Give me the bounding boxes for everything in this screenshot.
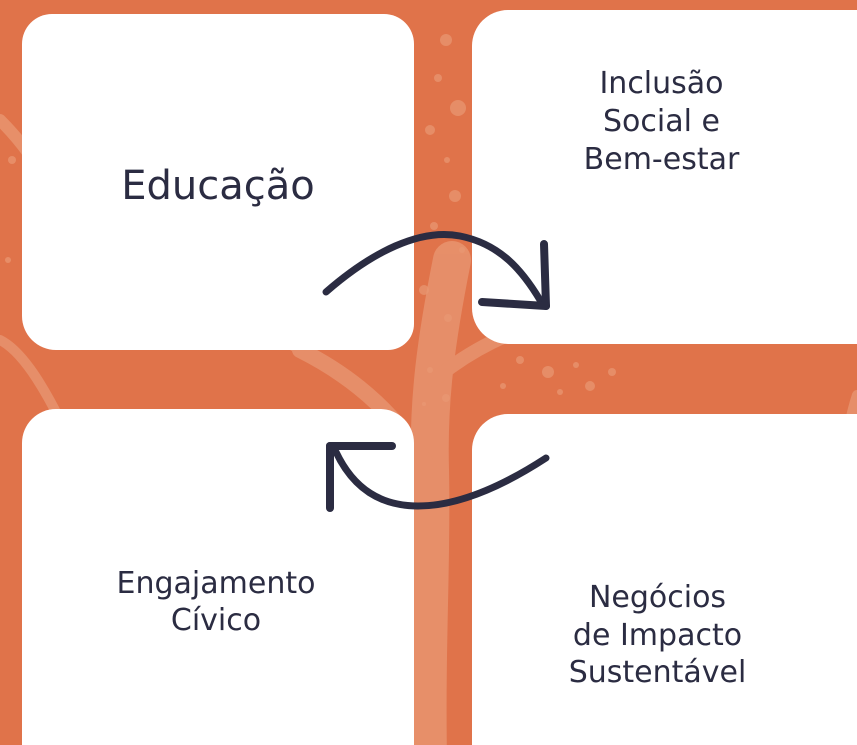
- card-engajamento-civico: Engajamento Cívico: [22, 409, 414, 745]
- card-negocios-impacto: Negócios de Impacto Sustentável: [472, 414, 857, 745]
- card-educacao: Educação: [22, 14, 414, 350]
- card-inclusao-social: Inclusão Social e Bem-estar: [472, 10, 857, 344]
- dot-texture: [5, 34, 616, 406]
- card-negocios-impacto-label: Negócios de Impacto Sustentável: [568, 579, 747, 691]
- card-engajamento-civico-label: Engajamento Cívico: [116, 565, 316, 638]
- card-inclusao-social-label: Inclusão Social e Bem-estar: [583, 66, 740, 177]
- card-educacao-label: Educação: [121, 163, 315, 209]
